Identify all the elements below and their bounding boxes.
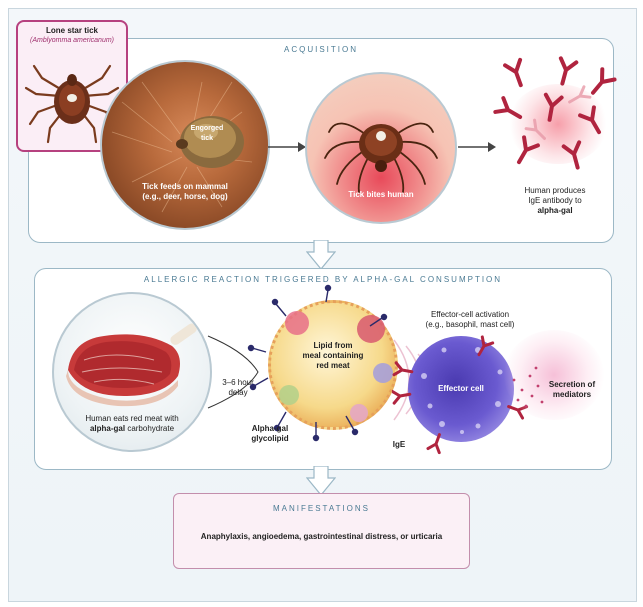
delay-line2: delay xyxy=(228,388,248,397)
engorged-label-line1: Engorged xyxy=(190,125,224,132)
meat-caption-bold: alpha-gal xyxy=(89,424,126,433)
human-bite-caption: Tick bites human xyxy=(348,190,414,199)
mammal-caption-line1: Tick feeds on mammal xyxy=(142,182,228,191)
lipid-line3: red meat xyxy=(316,361,350,370)
meat-caption-rest: carbohydrate xyxy=(125,424,175,433)
meat-caption: Human eats red meat with alpha-gal carbo… xyxy=(66,414,198,434)
delay-label: 3–6 hour delay xyxy=(212,378,264,398)
ige-receptor-label: IgE xyxy=(392,440,406,449)
tick-box-subtitle: (Amblyomma americanum) xyxy=(29,37,115,44)
secretion-line1: Secretion of xyxy=(548,380,596,389)
manifestations-box: MANIFESTATIONS Anaphylaxis, angioedema, … xyxy=(173,493,470,569)
effector-activation-label: Effector-cell activation (e.g., basophil… xyxy=(400,310,540,330)
glycolipid-line2: glycolipid xyxy=(251,434,289,443)
mammal-feeding-circle: Engorged tick Tick feeds on mammal (e.g.… xyxy=(100,60,270,230)
effector-granules xyxy=(421,347,503,434)
lipid-line1: Lipid from xyxy=(313,341,353,350)
ige-caption-line2: IgE antibody to xyxy=(528,196,582,205)
secretion-line2: mediators xyxy=(552,390,592,399)
biting-tick-icon xyxy=(324,122,438,193)
meat-caption-line1: Human eats red meat with xyxy=(85,414,179,423)
glycolipid-stalks xyxy=(247,284,388,442)
lipid-blobs xyxy=(279,311,393,422)
red-meat-circle: Human eats red meat with alpha-gal carbo… xyxy=(52,292,212,452)
reaction-title: ALLERGIC REACTION TRIGGERED BY ALPHA-GAL… xyxy=(143,275,503,284)
engorged-label-line2: tick xyxy=(200,135,214,142)
tick-bites-human-circle: Tick bites human xyxy=(305,72,457,224)
ige-production-caption: Human produces IgE antibody to alpha-gal xyxy=(500,186,610,216)
arrow-human-to-ige xyxy=(458,142,496,152)
engorged-tick-icon xyxy=(176,116,244,168)
manifestations-text: Anaphylaxis, angioedema, gastrointestina… xyxy=(200,532,443,541)
ige-caption-line3: alpha-gal xyxy=(537,206,573,215)
ige-antibody-cluster xyxy=(488,54,618,174)
effector-ige-receptors xyxy=(392,335,529,455)
ige-caption-line1: Human produces xyxy=(524,186,586,195)
mediator-particles xyxy=(512,366,544,408)
mediator-glow xyxy=(504,330,604,420)
effector-cell: Effector cell xyxy=(408,336,514,442)
lipid-line2: meal containing xyxy=(302,351,364,360)
down-arrow-reaction-to-manifestations xyxy=(306,466,336,496)
delay-connector xyxy=(207,335,259,409)
mammal-caption-line2: (e.g., deer, horse, dog) xyxy=(142,192,228,201)
glycolipid-line1: Alpha-gal xyxy=(251,424,289,433)
manifestations-title: MANIFESTATIONS xyxy=(272,504,371,513)
down-arrow-acquisition-to-reaction xyxy=(306,240,336,270)
engorged-tick-label: Engorged tick xyxy=(184,124,230,144)
red-meat-icon xyxy=(66,310,202,407)
delay-line1: 3–6 hour xyxy=(222,378,254,387)
arrow-mammal-to-human xyxy=(268,142,306,152)
acquisition-title: ACQUISITION xyxy=(283,45,358,54)
activation-line2: (e.g., basophil, mast cell) xyxy=(425,320,515,329)
secretion-label: Secretion of mediators xyxy=(540,380,604,400)
antibody-icons xyxy=(493,56,617,170)
tick-box-title: Lone star tick xyxy=(45,26,98,35)
effector-cell-label: Effector cell xyxy=(438,384,484,393)
mammal-caption: Tick feeds on mammal (e.g., deer, horse,… xyxy=(120,182,250,202)
lone-star-tick-illustration xyxy=(24,64,120,144)
glycolipid-label: Alpha-gal glycolipid xyxy=(240,424,300,444)
lipid-label: Lipid from meal containing red meat xyxy=(291,341,375,371)
activation-line1: Effector-cell activation xyxy=(430,310,510,319)
